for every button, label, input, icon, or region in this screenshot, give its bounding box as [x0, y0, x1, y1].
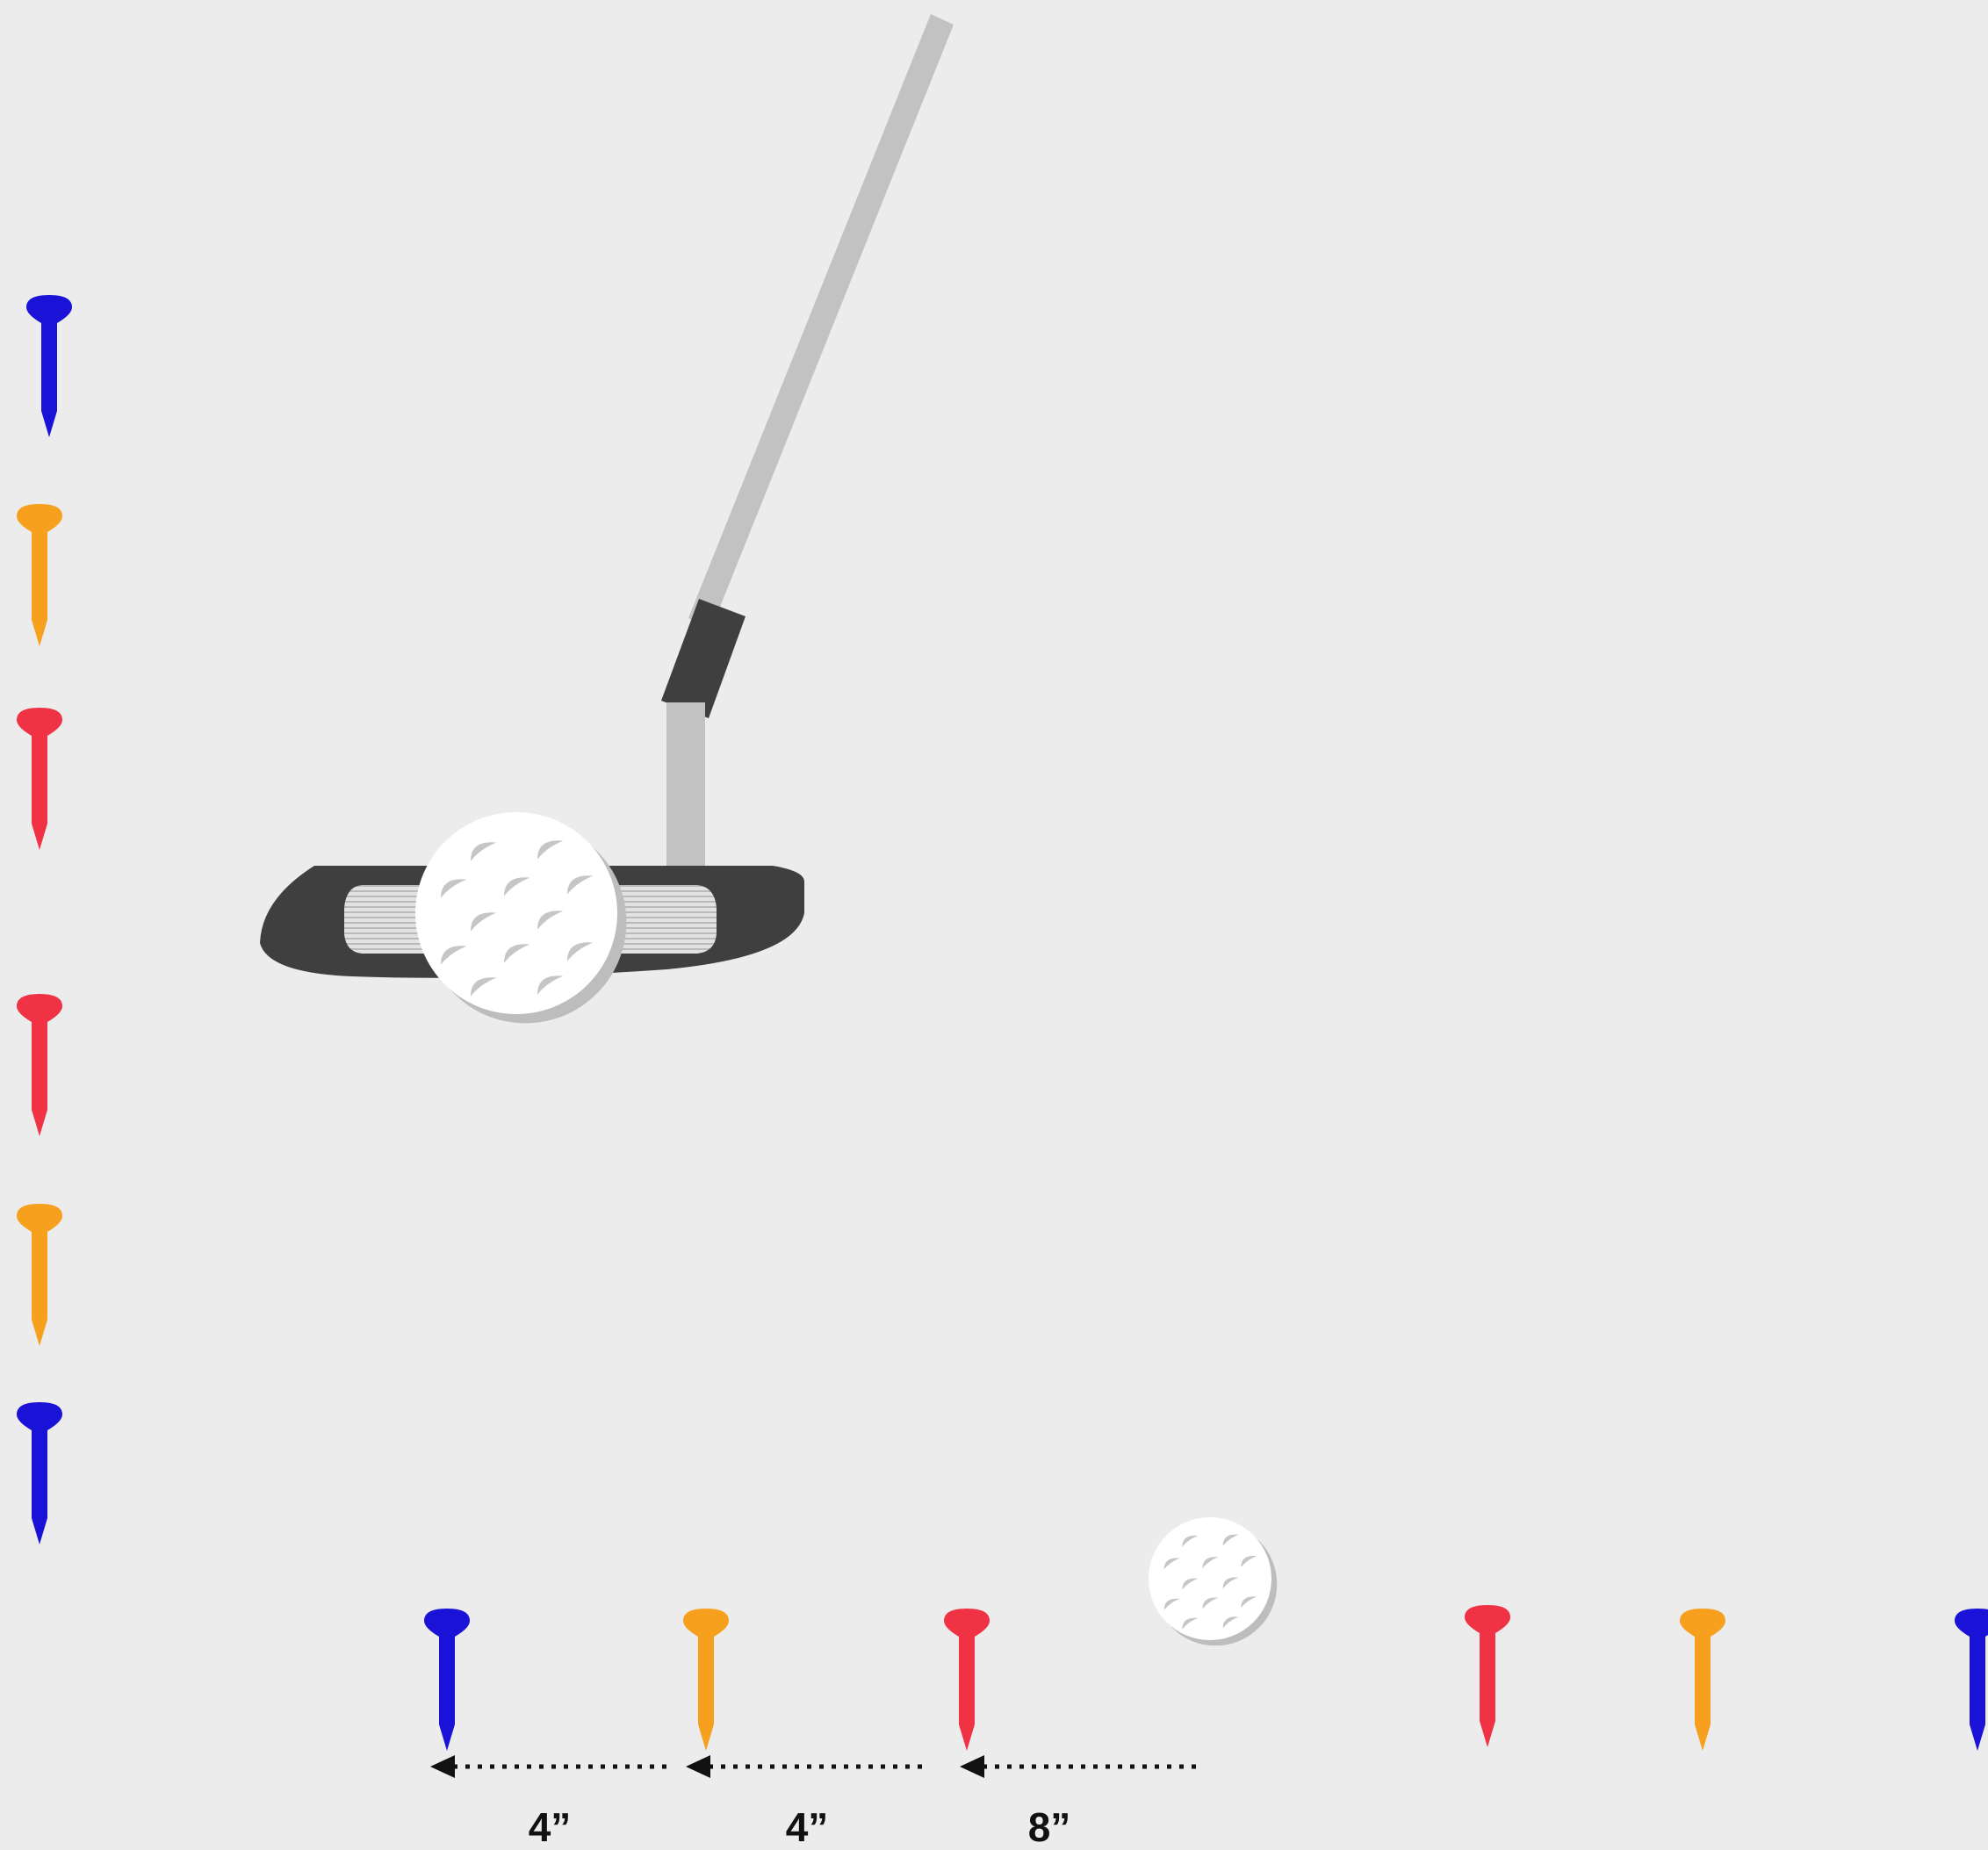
tee-left-2-orange	[17, 504, 62, 646]
distance-label-1: 4”	[497, 1807, 602, 1847]
tee-left-6-blue	[17, 1402, 62, 1544]
dotted-arrow-left-icon	[430, 1755, 669, 1778]
golf-ball-small-icon	[1149, 1517, 1277, 1645]
putter-hosel	[666, 702, 705, 878]
dotted-arrow-left-icon	[960, 1755, 1203, 1778]
distance-label-3: 8”	[997, 1807, 1102, 1847]
golf-ball-icon	[415, 812, 626, 1023]
tee-bottom-2-orange	[683, 1609, 729, 1751]
tee-left-4-red	[17, 994, 62, 1136]
tee-bottom-1-blue	[424, 1609, 470, 1751]
tee-left-3-red	[17, 708, 62, 850]
tee-left-5-orange	[17, 1204, 62, 1346]
distance-label-2: 4”	[754, 1807, 860, 1847]
putter-grip	[661, 599, 746, 718]
putter-shaft	[688, 14, 954, 629]
putter-icon	[260, 14, 954, 978]
tee-left-1-blue	[26, 295, 72, 437]
tee-bottom-5-orange	[1680, 1609, 1725, 1751]
dotted-arrow-left-icon	[686, 1755, 927, 1778]
tee-bottom-6-blue	[1955, 1609, 1988, 1751]
tee-bottom-4-red	[1465, 1605, 1510, 1747]
tee-bottom-3-red	[944, 1609, 990, 1751]
